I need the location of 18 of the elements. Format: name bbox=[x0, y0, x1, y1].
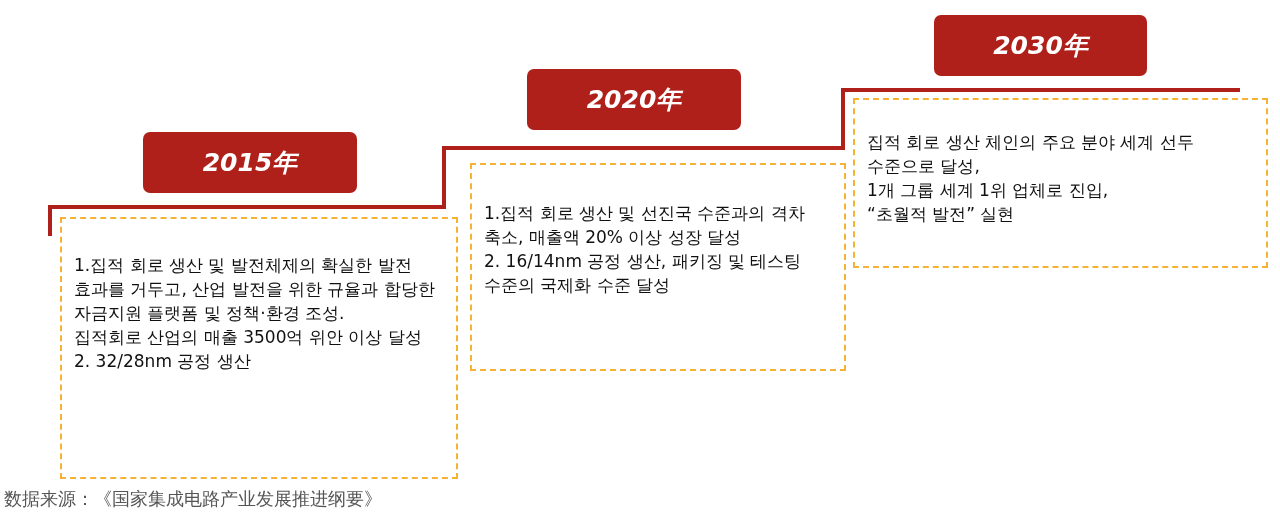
goal-box bbox=[853, 98, 1268, 268]
year-banner bbox=[527, 69, 741, 130]
year-label: 2020年 bbox=[586, 84, 682, 116]
goal-text: 2. 32/28nm 공정 생산 bbox=[74, 350, 252, 373]
year-banner bbox=[934, 15, 1147, 76]
goal-text: 1.집적 회로 생산 및 발전체제의 확실한 발전 효과를 거두고, 산업 발전을 위한 규율과 합당한 자금지원 플랫폼 및 정책·환경 조성. bbox=[74, 254, 436, 325]
source-note: 数据来源：《国家集成电路产业发展推进纲要》 bbox=[4, 487, 382, 511]
year-label: 2015年 bbox=[202, 147, 298, 179]
goal-text: 집적 회로 생산 체인의 주요 분야 세계 선두 수준으로 달성, bbox=[867, 131, 1195, 178]
goal-box bbox=[60, 217, 458, 479]
goal-box bbox=[470, 163, 846, 371]
goal-text: “초월적 발전” 실현 bbox=[867, 203, 1016, 226]
goal-text: 1개 그룹 세계 1위 업체로 진입, bbox=[867, 179, 1110, 202]
goal-text: 집적회로 산업의 매출 3500억 위안 이상 달성 bbox=[74, 326, 423, 349]
goal-text: 2. 16/14nm 공정 생산, 패키징 및 테스팅 수준의 국제화 수준 달성 bbox=[484, 250, 803, 297]
year-label: 2030年 bbox=[993, 30, 1088, 62]
goal-text: 1.집적 회로 생산 및 선진국 수준과의 격차 축소, 매출액 20% 이상 성장 달성 bbox=[484, 202, 806, 249]
year-banner bbox=[143, 132, 357, 193]
